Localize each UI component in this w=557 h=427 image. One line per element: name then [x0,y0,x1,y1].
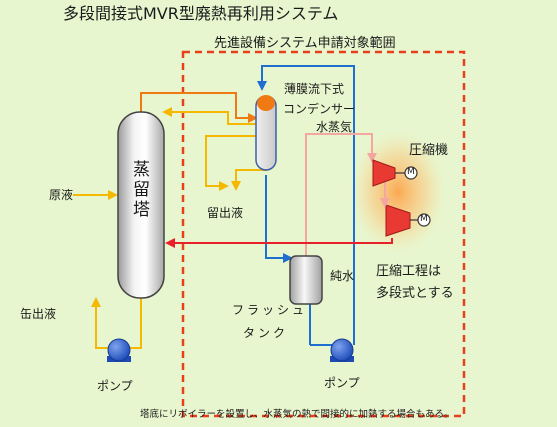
pump-right-label: ポンプ [324,376,360,390]
tower-label: 蒸留塔 [133,160,150,220]
compressor-label: 圧縮機 [409,143,449,158]
footnote: 塔底にリボイラーを設置し、水蒸気の熱で間接的に加熱する場合もある。 [140,409,454,420]
falling-film-condenser [255,95,277,171]
pump-left-label: ポンプ [97,379,133,393]
condenser-label-2: コンデンサー [283,102,356,116]
application-region-box [181,50,466,418]
water-feed-line [257,65,355,345]
diagram-title: 多段間接式MVR型廃熱再利用システム [63,4,339,23]
motor-2-label: M [420,214,428,224]
multistage-note-line-1: 圧縮工程は [376,264,442,279]
raw-liquid-label: 原液 [49,188,74,202]
flash-label: フラッシュ [232,303,308,317]
tower-vapor-line [140,92,258,123]
motor-2-icon [417,213,431,227]
pure-water-label: 純水 [330,269,355,283]
bottoms-discharge-line [91,297,108,349]
distillation-tower [117,111,165,299]
compressed-steam-return-line [165,238,393,248]
pump-left-icon [107,338,131,362]
steam-line [305,133,377,256]
compressor-stage-2 [385,204,431,237]
motor-1-icon [404,166,418,180]
tank-label: タンク [243,326,289,340]
multistage-note-line-2: 多段式とする [376,286,454,301]
condenser-label: 薄膜流下式 [284,82,345,96]
steam-label: 水蒸気 [316,120,353,134]
bottoms-line [130,298,142,349]
bottoms-label: 缶出液 [20,307,57,321]
pump-right-icon [330,338,354,362]
flash-tank [289,255,323,305]
compressor-stage-1 [372,159,418,187]
condensate-line [205,135,262,191]
reflux-line [162,107,257,125]
distillate-label: 留出液 [207,206,244,220]
condenser-water-outlet-line [265,175,293,263]
motor-1-label: M [407,167,415,177]
region-label: 先進設備システム申請対象範囲 [214,36,396,51]
